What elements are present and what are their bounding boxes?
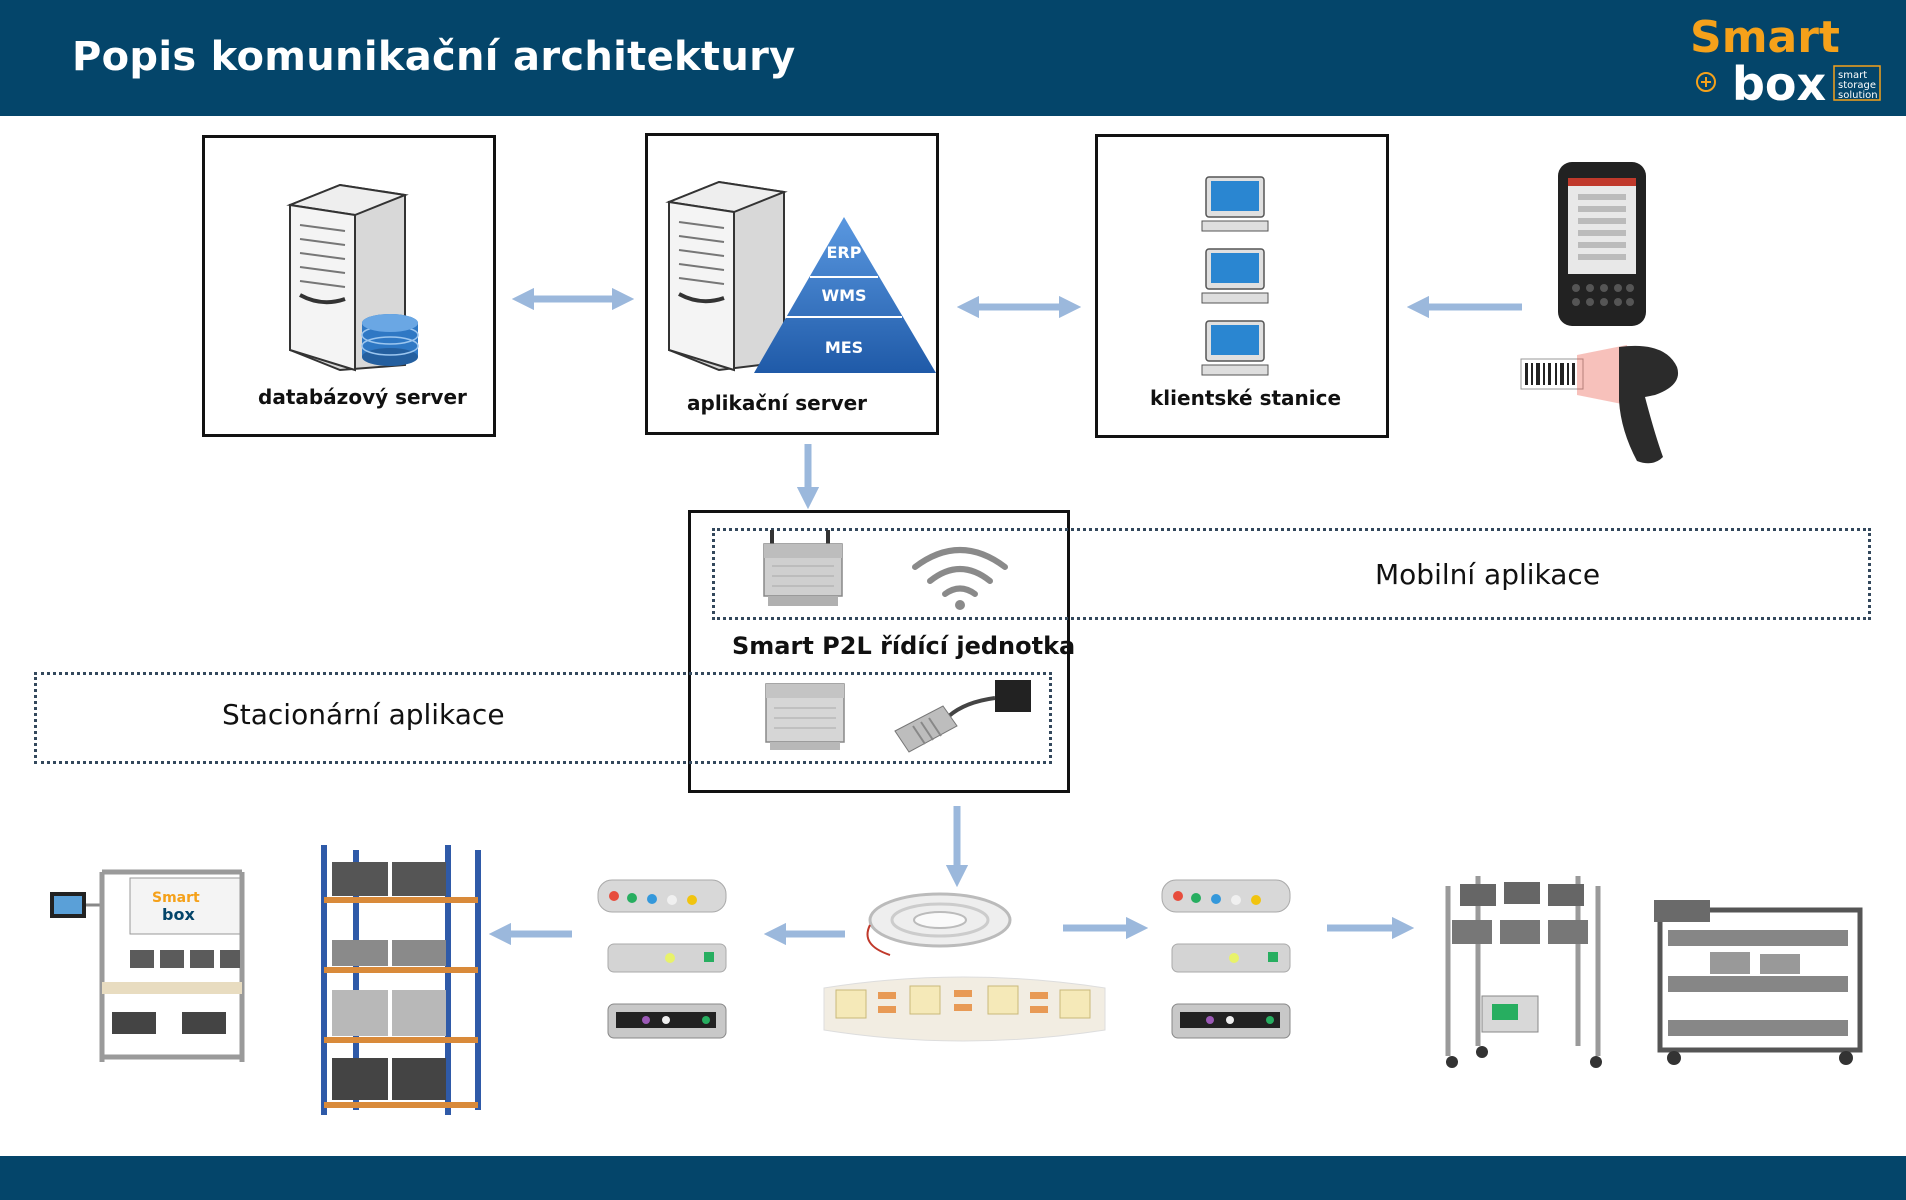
- pallet-rack-icon: [321, 845, 481, 1115]
- pick-to-light-modules-left-icon: [597, 879, 727, 1039]
- erp-wms-mes-pyramid: ERP WMS MES: [754, 217, 936, 373]
- mobile-picking-cart-icon: [1445, 876, 1602, 1068]
- control-unit-label: Smart P2L řídící jednotka: [732, 632, 1076, 660]
- workstation-with-monitor-icon: Smart box: [50, 869, 245, 1062]
- database-server-label: databázový server: [258, 385, 467, 409]
- led-strip-reel-icon: [866, 892, 1012, 956]
- svg-text:storage: storage: [1838, 80, 1876, 91]
- wired-controller-icon: [765, 683, 845, 750]
- shelf-cart-icon: [1654, 900, 1863, 1065]
- svg-text:MES: MES: [825, 338, 863, 357]
- header-bar: Popis komunikační architektury Smart box…: [0, 0, 1906, 116]
- svg-text:box: box: [162, 905, 195, 924]
- database-server-box: [202, 135, 496, 437]
- svg-text:box: box: [1732, 57, 1826, 111]
- monitor-icon: [1201, 248, 1269, 304]
- mobile-terminal-icon: [1558, 162, 1646, 326]
- svg-text:WMS: WMS: [821, 286, 866, 305]
- svg-text:Smart: Smart: [152, 890, 200, 906]
- mobile-application-label: Mobilní aplikace: [1375, 558, 1601, 591]
- page-title: Popis komunikační architektury: [72, 34, 796, 80]
- stationary-application-label: Stacionární aplikace: [222, 698, 505, 731]
- pick-to-light-modules-right-icon: [1161, 879, 1291, 1039]
- usb-connector-icon: [894, 680, 1031, 753]
- led-strip-detail-icon: [823, 976, 1106, 1042]
- wifi-icon: [912, 547, 1008, 610]
- client-stations-label: klientské stanice: [1150, 386, 1342, 410]
- svg-text:solution: solution: [1838, 90, 1878, 101]
- svg-text:smart: smart: [1838, 70, 1867, 81]
- svg-text:ERP: ERP: [827, 243, 862, 262]
- barcode-scanner-icon: [1520, 345, 1679, 464]
- mobile-application-zone: [712, 528, 1871, 620]
- application-server-label: aplikační server: [687, 391, 868, 415]
- stationary-application-zone: [34, 672, 1052, 764]
- application-server-icon: [665, 180, 788, 372]
- monitor-icon: [1201, 176, 1269, 232]
- smartbox-logo: Smart box smart storage solution: [1690, 12, 1881, 111]
- control-unit-box: [688, 510, 1070, 793]
- client-workstations-icon: [1201, 176, 1269, 376]
- footer-bar: [0, 1156, 1906, 1200]
- monitor-icon: [1201, 320, 1269, 376]
- wireless-controller-icon: [763, 530, 843, 606]
- database-server-icon: [286, 183, 419, 372]
- svg-text:Smart: Smart: [1690, 12, 1840, 63]
